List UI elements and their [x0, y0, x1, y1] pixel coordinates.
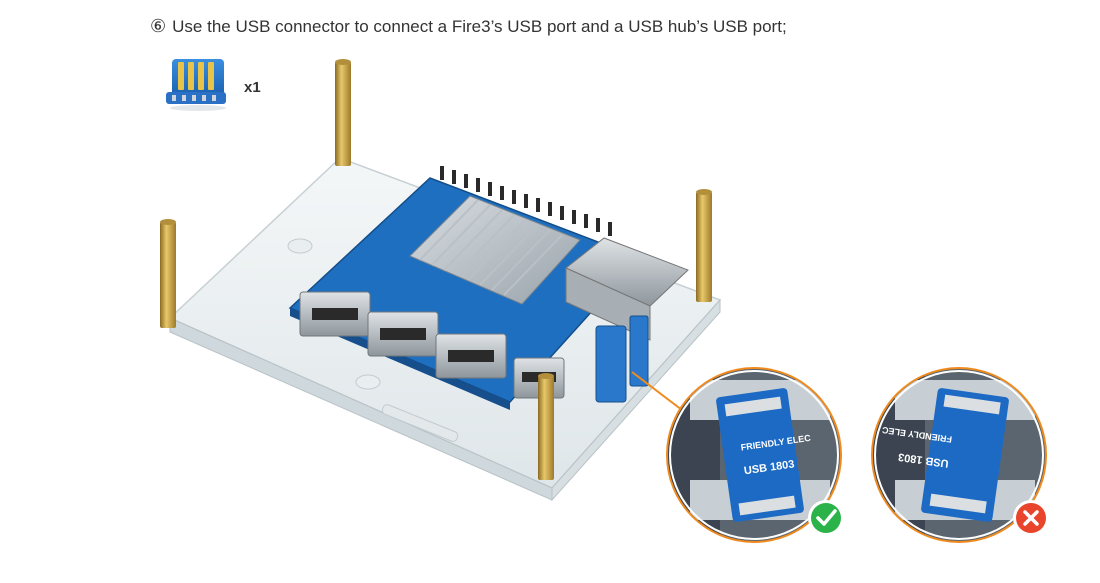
step-number: ⑥: [150, 16, 167, 36]
part-quantity: x1: [244, 79, 261, 96]
front-standoff: [538, 376, 554, 480]
usb-connector-installed: [595, 315, 649, 403]
instruction-line: ⑥ Use the USB connector to connect a Fir…: [150, 16, 787, 37]
detail-view-incorrect: FRIENDLY ELEC USB 1803: [871, 367, 1047, 543]
usb-connector-icon: [166, 59, 226, 111]
instruction-text: Use the USB connector to connect a Fire3…: [172, 16, 787, 36]
detail-view-correct: FRIENDLY ELEC USB 1803: [666, 367, 842, 543]
brass-standoffs: [160, 59, 712, 328]
callout-leader-line: [631, 371, 683, 411]
check-icon: [808, 500, 844, 536]
fire3-board: [288, 166, 689, 410]
cross-icon: [1013, 500, 1049, 536]
